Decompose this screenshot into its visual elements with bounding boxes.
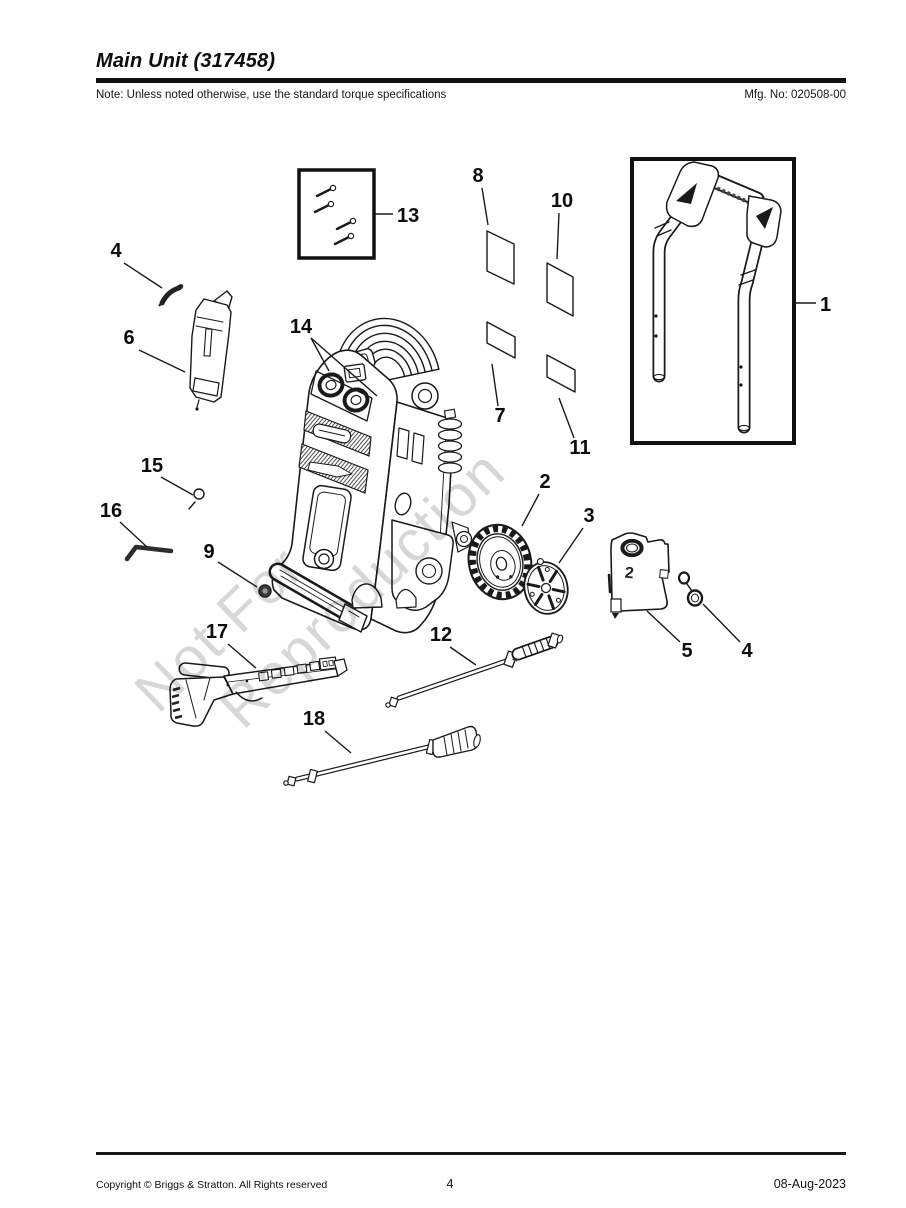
hubcap-drawing <box>523 558 569 615</box>
allen-wrench-drawing <box>124 544 174 562</box>
footer-rule <box>96 1152 846 1155</box>
dial-knob-left <box>317 372 345 398</box>
callout-9: 9 <box>203 541 214 563</box>
leader-line-16 <box>119 521 148 548</box>
spray-gun-drawing <box>169 656 348 727</box>
footer-date: 08-Aug-2023 <box>773 1176 846 1191</box>
pin-drawing-15 <box>188 488 205 510</box>
turbo-nozzle-wand-drawing <box>283 725 481 787</box>
tank-molded-number: 2 <box>624 565 635 583</box>
bracket-drawing <box>189 290 233 411</box>
base-bumper <box>268 562 368 633</box>
callout-1: 1 <box>820 294 831 316</box>
callout-2: 2 <box>539 471 550 493</box>
screw-kit-drawing <box>313 184 357 246</box>
callout-12: 12 <box>430 624 452 646</box>
grab-hole <box>394 492 412 516</box>
page-header: Main Unit (317458) Note: Unless noted ot… <box>96 50 846 101</box>
screw-drawing-9 <box>258 584 272 598</box>
front-door <box>302 484 352 572</box>
leader-line-9 <box>217 561 258 588</box>
leader-line-14 <box>310 337 330 372</box>
callout-17: 17 <box>206 621 228 643</box>
mfg-number: Mfg. No: 020508-00 <box>744 89 846 101</box>
torque-note: Note: Unless noted otherwise, use the st… <box>96 89 447 101</box>
copyright-text: Copyright © Briggs & Stratton. All Right… <box>96 1178 328 1191</box>
callout-15: 15 <box>141 455 163 477</box>
decal-8 <box>486 230 515 285</box>
leader-line-11 <box>558 397 575 439</box>
leader-line-15 <box>160 476 194 496</box>
accessory-slot-2 <box>411 432 425 465</box>
handle-latch <box>343 363 367 383</box>
accessory-slot-1 <box>396 427 410 460</box>
page-footer: Copyright © Briggs & Stratton. All Right… <box>96 1152 846 1191</box>
handle-box <box>630 157 796 445</box>
leader-line-4-left <box>123 262 163 289</box>
leader-line-5 <box>646 610 681 643</box>
title-rule <box>96 78 846 83</box>
detergent-tank-drawing: 2 <box>607 532 670 619</box>
page-number: 4 <box>446 1176 454 1191</box>
brand-badge <box>312 423 352 444</box>
leader-line-12 <box>449 646 477 666</box>
rear-foot <box>351 583 383 609</box>
leader-line-8 <box>481 187 489 226</box>
callout-6: 6 <box>123 327 134 349</box>
leader-line-18 <box>324 730 352 754</box>
leader-line-14 <box>310 337 378 397</box>
handle-assembly-drawing <box>652 161 782 434</box>
callout-13: 13 <box>397 205 419 227</box>
callout-7: 7 <box>494 405 505 427</box>
extension-wand-drawing <box>385 632 564 708</box>
leader-line-7 <box>491 363 499 407</box>
leader-line-2 <box>521 493 540 527</box>
oring-cap-drawing <box>677 571 704 607</box>
pressure-washer-drawing <box>268 317 473 634</box>
callout-11: 11 <box>569 437 590 459</box>
leader-line-6 <box>138 349 186 373</box>
decal-7 <box>486 321 516 359</box>
logo-chevron <box>307 461 353 478</box>
decal-11 <box>546 354 576 393</box>
leader-line-10 <box>556 212 560 260</box>
pump-block <box>391 519 473 611</box>
wheel-drawing <box>467 523 533 601</box>
callout-5: 5 <box>681 640 692 662</box>
leader-line-17 <box>227 643 257 669</box>
callout-18: 18 <box>303 708 325 730</box>
hose-coil <box>437 408 463 474</box>
callout-10: 10 <box>551 190 573 212</box>
leader-line-3 <box>558 527 584 564</box>
decal-10 <box>546 262 574 317</box>
screw-drawing-4 <box>158 284 184 307</box>
callout-16: 16 <box>100 500 122 522</box>
callout-3: 3 <box>583 505 594 527</box>
callout-4-right: 4 <box>741 640 753 662</box>
screw-kit-box <box>297 168 376 260</box>
callout-4-left: 4 <box>110 240 122 262</box>
callout-14: 14 <box>290 316 313 338</box>
dial-knob-right <box>342 387 370 413</box>
page-title: Main Unit (317458) <box>96 50 276 72</box>
leader-line-4-right <box>702 603 741 643</box>
callout-8: 8 <box>472 165 483 187</box>
